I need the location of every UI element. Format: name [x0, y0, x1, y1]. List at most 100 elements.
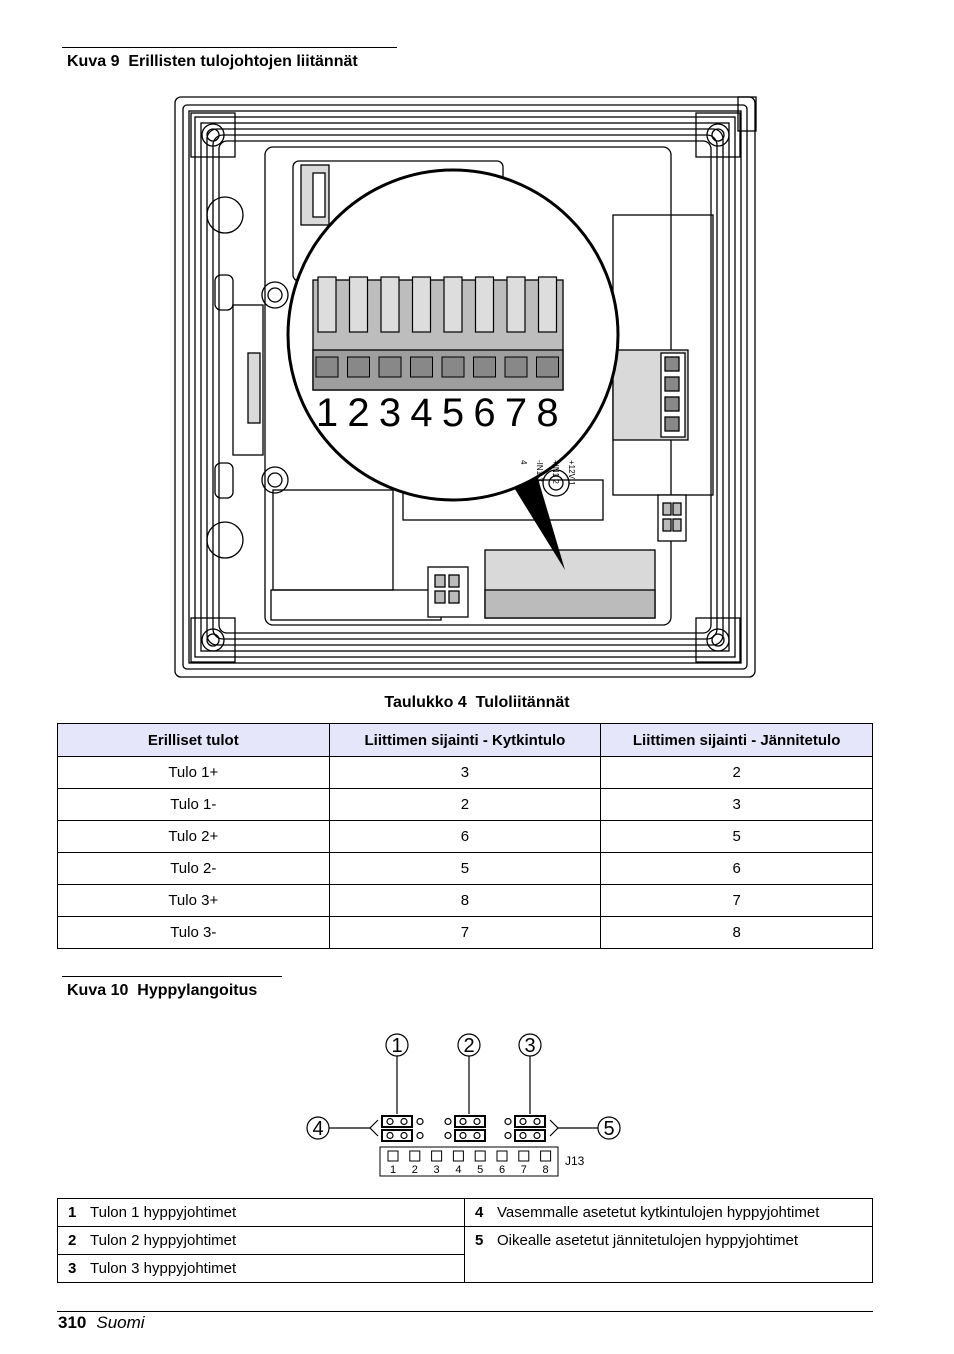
terminal-slot [410, 356, 433, 378]
legend-row: 2 Tulon 2 hyppyjohtimet 5 Oikealle asetetu… [57, 1226, 873, 1283]
header-discrete-inputs: Erilliset tulot [57, 723, 330, 757]
pin-number: 4 [455, 1164, 461, 1176]
pin-number: 8 [543, 1164, 549, 1176]
terminal-slot [536, 356, 559, 378]
table-cell: 6 [328, 820, 602, 853]
figure10-title: Hyppylangoitus [137, 982, 258, 999]
legend-item-2: 2 Tulon 2 hyppyjohtimet [57, 1226, 465, 1255]
terminal-number: 4 [410, 391, 432, 435]
legend-text: Tulon 2 hyppyjohtimet [90, 1232, 237, 1249]
terminal-slot [378, 356, 402, 378]
figure10-caption: Kuva 10 Hyppylangoitus [67, 982, 257, 1000]
figure9-title: Erillisten tulojohtojen liitännät [128, 53, 358, 70]
page-footer: 310 Suomi [58, 1313, 145, 1333]
legend-item-1: 1 Tulon 1 hyppyjohtimet [57, 1198, 465, 1227]
terminal-number: 1 [316, 391, 338, 435]
connector-label-j13: J13 [565, 1154, 585, 1168]
legend-row: 1 Tulon 1 hyppyjohtimet 4 Vasemmalle asete… [57, 1198, 873, 1227]
connections-table: Erilliset tulot Liittimen sijainti - Kyt… [57, 723, 873, 949]
figure9-rule [62, 47, 397, 48]
board-label-3: -IN1 3 [535, 460, 544, 482]
legend-num: 3 [68, 1260, 77, 1277]
pin-box [474, 1150, 486, 1162]
pin-box [409, 1150, 421, 1162]
legend-item-4: 4 Vasemmalle asetetut kytkintulojen hyppy… [464, 1198, 873, 1227]
page-number: 310 [58, 1313, 87, 1332]
terminal-number: 3 [379, 391, 401, 435]
terminal-lever [506, 276, 526, 333]
callout-3: 3 [524, 1035, 535, 1057]
terminal-slot [504, 356, 528, 378]
table-header-row: Erilliset tulot Liittimen sijainti - Kyt… [57, 723, 873, 757]
figure10-number: Kuva 10 [67, 982, 129, 999]
terminal-lever [537, 276, 558, 333]
footer-language: Suomi [96, 1313, 145, 1332]
table-cell: 8 [328, 884, 602, 917]
legend-item-5: 5 Oikealle asetetut jännitetulojen hyppyj… [464, 1226, 873, 1283]
table4-caption: Taulukko 4 Tuloliitännät [0, 694, 954, 712]
legend-num: 1 [68, 1204, 77, 1221]
board-label-4: 4 [519, 460, 528, 465]
table4-title: Tuloliitännät [475, 694, 570, 711]
terminal-lever [317, 276, 337, 333]
table-cell: 7 [328, 916, 602, 949]
terminal-lever [411, 276, 432, 333]
terminal-slot [473, 356, 496, 378]
table-cell: 2 [328, 788, 602, 821]
table-cell: Tulo 3+ [57, 884, 330, 917]
terminal-number: 7 [505, 391, 527, 435]
pin-number: 6 [499, 1164, 505, 1176]
table-cell: 8 [600, 916, 873, 949]
callout-5: 5 [603, 1118, 614, 1140]
table-cell: 3 [328, 756, 602, 789]
callout-2: 2 [463, 1035, 474, 1057]
table-cell: Tulo 1+ [57, 756, 330, 789]
table-cell: 5 [328, 852, 602, 885]
header-voltage-input: Liittimen sijainti - Jännitetulo [600, 723, 873, 757]
pin-box [540, 1150, 552, 1162]
board-label-2: +IN1 2 [551, 460, 560, 484]
terminal-slot [441, 356, 465, 378]
legend-table: 1 Tulon 1 hyppyjohtimet 4 Vasemmalle asete… [57, 1198, 873, 1283]
pin-box [496, 1150, 508, 1162]
legend-num: 4 [475, 1204, 484, 1221]
table-cell: Tulo 2- [57, 852, 330, 885]
table-cell: Tulo 3- [57, 916, 330, 949]
figure9-caption: Kuva 9 Erillisten tulojohtojen liitännät [67, 53, 358, 71]
table-cell: Tulo 1- [57, 788, 330, 821]
header-switch-input: Liittimen sijainti - Kytkintulo [328, 723, 602, 757]
legend-text: Tulon 1 hyppyjohtimet [90, 1204, 237, 1221]
footer-rule [57, 1311, 873, 1312]
legend-text: Oikealle asetetut jännitetulojen hyppyjo… [497, 1232, 799, 1249]
terminal-number: 2 [347, 391, 369, 435]
table-cell: 6 [600, 852, 873, 885]
table-cell: 5 [600, 820, 873, 853]
callout-1: 1 [391, 1035, 402, 1057]
pin-number: 2 [412, 1164, 418, 1176]
terminal-lever [474, 276, 495, 333]
table-cell: Tulo 2+ [57, 820, 330, 853]
table-cell: 7 [600, 884, 873, 917]
terminal-number: 8 [536, 391, 558, 435]
legend-num: 5 [475, 1232, 484, 1249]
legend-text: Vasemmalle asetetut kytkintulojen hyppyj… [497, 1204, 820, 1221]
table-cell: 2 [600, 756, 873, 789]
terminal-slot [347, 356, 370, 378]
pin-box [452, 1150, 464, 1162]
figure10-rule [62, 976, 282, 977]
terminal-lever [380, 276, 400, 333]
pin-number: 3 [434, 1164, 440, 1176]
legend-num: 2 [68, 1232, 77, 1249]
terminal-lever [443, 276, 463, 333]
pin-box [518, 1150, 530, 1162]
table4-number: Taulukko 4 [384, 694, 467, 711]
